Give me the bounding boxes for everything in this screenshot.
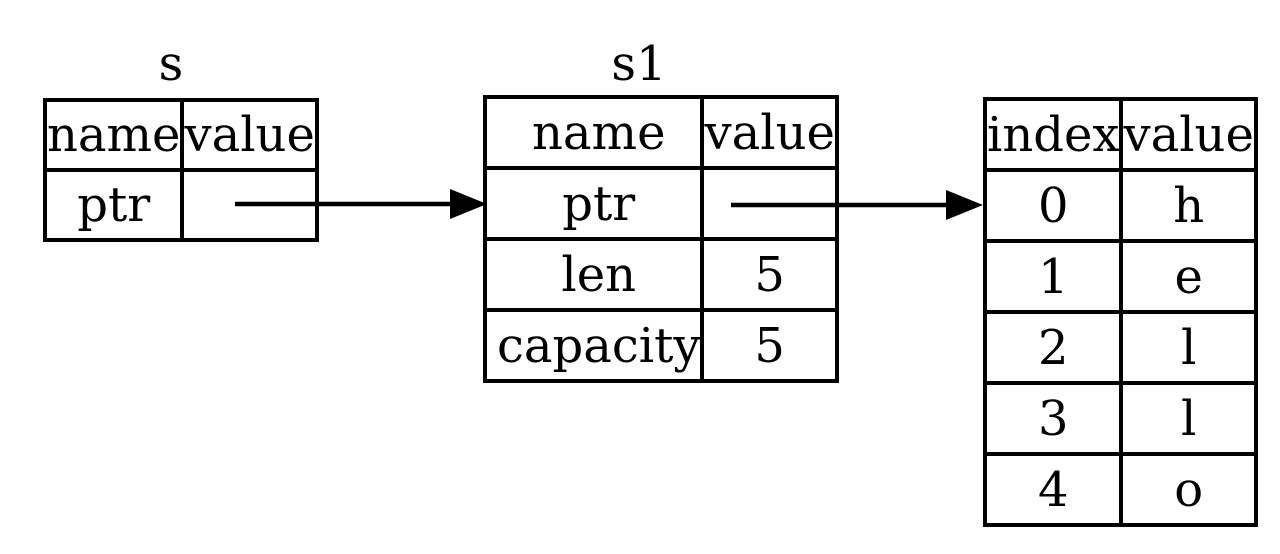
table-row: 1 e xyxy=(982,239,1258,314)
heap-value-2-cell: l xyxy=(1119,310,1258,385)
table-row: 2 l xyxy=(982,310,1258,385)
heap-index-2-cell: 2 xyxy=(982,310,1124,385)
table-row: ptr xyxy=(42,168,319,242)
arrowhead-icon xyxy=(946,190,983,220)
table-s1-header-name: name xyxy=(482,95,705,170)
heap-index-3-cell: 3 xyxy=(982,381,1124,456)
table-s1-capacity-name-cell: capacity xyxy=(482,308,705,383)
heap-index-1-cell: 1 xyxy=(982,239,1124,314)
heap-value-3-cell: l xyxy=(1119,381,1258,456)
table-heap-header-index: index xyxy=(982,97,1124,172)
table-s1-len-value-cell: 5 xyxy=(700,237,839,312)
table-s1-len-name-cell: len xyxy=(482,237,705,312)
table-s-ptr-value-cell xyxy=(180,168,319,242)
heap-value-0-cell: h xyxy=(1119,168,1258,243)
table-s1-header-row: name value xyxy=(482,95,839,170)
heap-index-0-cell: 0 xyxy=(982,168,1124,243)
heap-value-1-cell: e xyxy=(1119,239,1258,314)
table-heap-header-value: value xyxy=(1119,97,1258,172)
table-s1-capacity-value-cell: 5 xyxy=(700,308,839,383)
table-row: len 5 xyxy=(482,237,839,312)
table-s-ptr-name-cell: ptr xyxy=(42,168,185,242)
table-heap: index value 0 h 1 e 2 l 3 l 4 o xyxy=(982,97,1258,527)
table-s-title: s xyxy=(158,36,184,92)
table-s-header-name: name xyxy=(42,98,185,172)
table-row: 0 h xyxy=(982,168,1258,243)
table-heap-header-row: index value xyxy=(982,97,1258,172)
table-s1-title: s1 xyxy=(611,36,667,92)
table-row: capacity 5 xyxy=(482,308,839,383)
heap-index-4-cell: 4 xyxy=(982,452,1124,527)
table-s1: name value ptr len 5 capacity 5 xyxy=(482,95,839,383)
table-s1-ptr-value-cell xyxy=(700,166,839,241)
table-row: 3 l xyxy=(982,381,1258,456)
table-s-header-value: value xyxy=(180,98,319,172)
arrowhead-icon xyxy=(450,189,487,219)
heap-value-4-cell: o xyxy=(1119,452,1258,527)
table-s1-header-value: value xyxy=(700,95,839,170)
table-s: name value ptr xyxy=(42,98,319,242)
table-row: 4 o xyxy=(982,452,1258,527)
table-s-header-row: name value xyxy=(42,98,319,172)
table-row: ptr xyxy=(482,166,839,241)
table-s1-ptr-name-cell: ptr xyxy=(482,166,705,241)
